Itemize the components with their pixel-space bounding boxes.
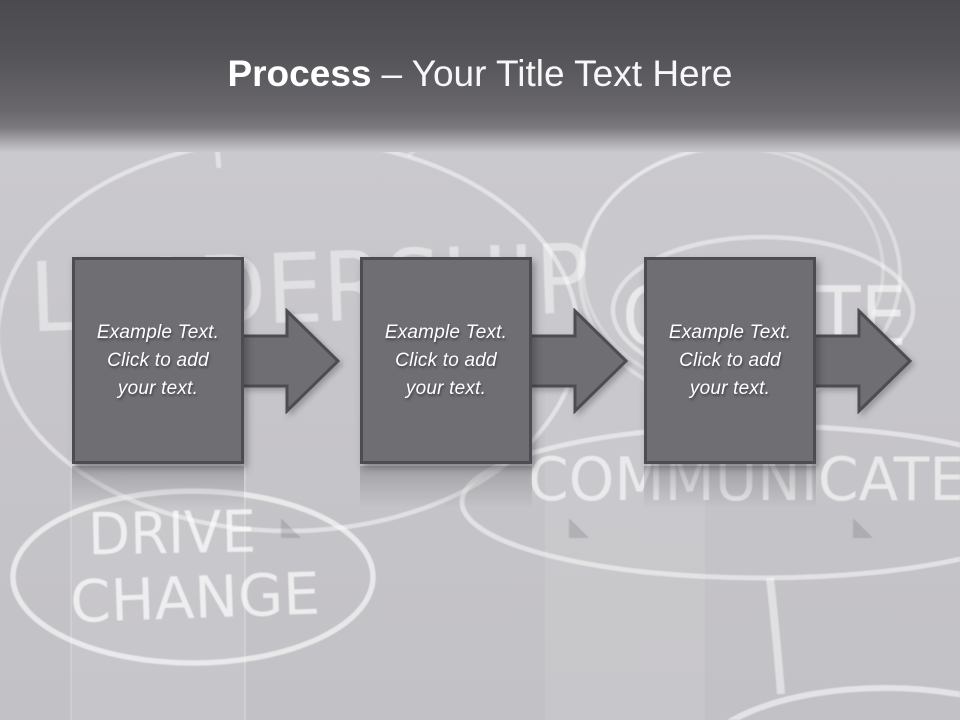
title-bar bbox=[0, 0, 960, 152]
arrow-right-icon bbox=[241, 308, 341, 414]
process-step-1[interactable]: Example Text. Click to add your text. bbox=[72, 257, 244, 464]
box-reflection bbox=[360, 466, 532, 512]
step-text-line: Example Text. bbox=[668, 321, 792, 343]
box-reflection bbox=[644, 466, 816, 512]
step-text-line: Example Text. bbox=[96, 321, 220, 343]
process-arrow-2 bbox=[529, 308, 629, 414]
whiteboard-ellipse-drive-change bbox=[10, 488, 376, 666]
arrow-reflection bbox=[853, 518, 873, 538]
slide-title-emphasis: Process bbox=[227, 53, 372, 94]
whiteboard-seam bbox=[70, 300, 72, 720]
process-arrow-1 bbox=[241, 308, 341, 414]
whiteboard-word-drive: DRIVE bbox=[87, 498, 256, 569]
slide-title-text: – Your Title Text Here bbox=[381, 53, 733, 94]
slide-title: Process– Your Title Text Here bbox=[0, 52, 960, 96]
arrow-reflection bbox=[569, 518, 589, 538]
arrow-right-icon bbox=[813, 308, 913, 414]
step-text-line: your text. bbox=[117, 377, 199, 399]
process-step-2[interactable]: Example Text. Click to add your text. bbox=[360, 257, 532, 464]
step-text-line: Click to add bbox=[107, 349, 209, 371]
step-text-line: your text. bbox=[689, 377, 771, 399]
process-arrow-3 bbox=[813, 308, 913, 414]
arrow-right-icon bbox=[529, 308, 629, 414]
whiteboard-ellipse-bottom bbox=[727, 685, 960, 720]
step-text-line: your text. bbox=[405, 377, 487, 399]
arrow-reflection bbox=[281, 518, 301, 538]
step-text-line: Click to add bbox=[679, 349, 781, 371]
whiteboard-seam bbox=[244, 300, 246, 720]
step-text-line: Click to add bbox=[395, 349, 497, 371]
step-text-line: Example Text. bbox=[384, 321, 508, 343]
whiteboard-word-change: CHANGE bbox=[69, 559, 321, 636]
box-reflection bbox=[72, 466, 244, 512]
process-step-3[interactable]: Example Text. Click to add your text. bbox=[644, 257, 816, 464]
whiteboard-connector-line bbox=[766, 577, 785, 695]
